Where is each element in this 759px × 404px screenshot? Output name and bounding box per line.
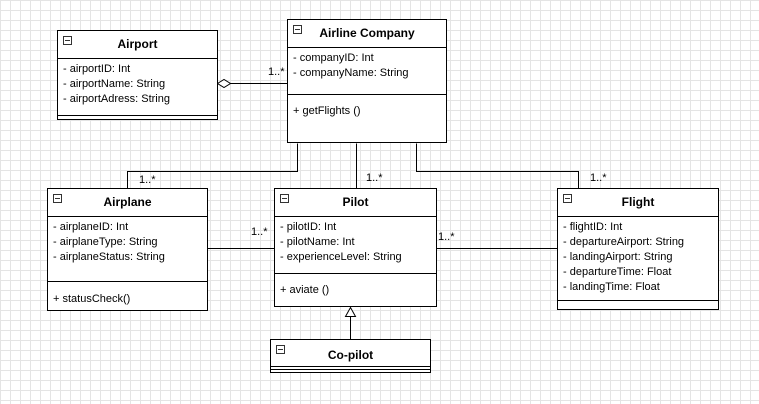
class-header: Airline Company <box>288 20 446 48</box>
class-airline-company[interactable]: Airline Company - companyID: Int - compa… <box>287 19 447 143</box>
class-pilot[interactable]: Pilot - pilotID: Int - pilotName: Int - … <box>274 188 437 307</box>
collapse-icon[interactable] <box>563 194 572 203</box>
association-company-airplane <box>127 143 298 189</box>
collapse-icon[interactable] <box>53 194 62 203</box>
class-copilot[interactable]: Co-pilot <box>270 339 431 373</box>
class-header: Flight <box>558 189 718 217</box>
multiplicity-company-airplane: 1..* <box>139 174 156 186</box>
attribute: - companyName: String <box>293 67 409 79</box>
multiplicity-company-flight: 1..* <box>590 172 607 184</box>
operation-list: + aviate () <box>275 283 436 298</box>
attribute: - airplaneType: String <box>53 236 158 248</box>
attribute: - experienceLevel: String <box>280 251 402 263</box>
class-name: Pilot <box>342 195 369 209</box>
attribute-list: - airportID: Int - airportName: String -… <box>58 59 217 107</box>
class-name: Airline Company <box>319 26 415 40</box>
class-header: Pilot <box>275 189 436 217</box>
attribute: - airportAdress: String <box>63 93 170 105</box>
attribute: - landingTime: Float <box>563 281 660 293</box>
collapse-icon[interactable] <box>293 25 302 34</box>
compartment-divider <box>288 94 446 95</box>
compartment-divider <box>58 115 217 116</box>
attribute: - flightID: Int <box>563 221 623 233</box>
operation-list: + statusCheck() <box>48 292 207 307</box>
class-header: Airplane <box>48 189 207 217</box>
attribute-list: - flightID: Int - departureAirport: Stri… <box>558 217 718 295</box>
attribute-list: - pilotID: Int - pilotName: Int - experi… <box>275 217 436 265</box>
operation: + aviate () <box>280 284 330 296</box>
class-airport[interactable]: Airport - airportID: Int - airportName: … <box>57 30 218 120</box>
class-name: Airport <box>117 37 158 51</box>
attribute: - airplaneStatus: String <box>53 251 165 263</box>
collapse-icon[interactable] <box>276 345 285 354</box>
attribute-list: - companyID: Int - companyName: String <box>288 48 446 81</box>
multiplicity-airplane-pilot: 1..* <box>251 226 268 238</box>
attribute: - airportID: Int <box>63 63 131 75</box>
operation-list: + getFlights () <box>288 104 446 119</box>
multiplicity-airport-company: 1..* <box>268 66 285 78</box>
compartment-divider <box>48 281 207 282</box>
attribute: - pilotName: Int <box>280 236 355 248</box>
class-name: Co-pilot <box>327 348 374 362</box>
attribute: - departureAirport: String <box>563 236 685 248</box>
aggregation-diamond <box>216 78 232 89</box>
multiplicity-company-pilot: 1..* <box>366 172 383 184</box>
compartment-divider <box>275 273 436 274</box>
attribute: - pilotID: Int <box>280 221 337 233</box>
collapse-icon[interactable] <box>63 36 72 45</box>
operation: + statusCheck() <box>53 293 131 305</box>
class-name: Airplane <box>103 195 152 209</box>
attribute-list: - airplaneID: Int - airplaneType: String… <box>48 217 207 265</box>
attribute: - departureTime: Float <box>563 266 672 278</box>
compartment-divider <box>271 369 430 370</box>
compartment-divider <box>558 300 718 301</box>
class-name: Flight <box>621 195 655 209</box>
attribute: - airplaneID: Int <box>53 221 129 233</box>
attribute: - landingAirport: String <box>563 251 673 263</box>
class-airplane[interactable]: Airplane - airplaneID: Int - airplaneTyp… <box>47 188 208 311</box>
collapse-icon[interactable] <box>280 194 289 203</box>
compartment-divider <box>271 366 430 367</box>
generalization-triangle <box>344 306 357 317</box>
attribute: - airportName: String <box>63 78 166 90</box>
multiplicity-pilot-flight: 1..* <box>438 231 455 243</box>
attribute: - companyID: Int <box>293 52 374 64</box>
operation: + getFlights () <box>293 105 361 117</box>
class-header: Airport <box>58 31 217 59</box>
class-header: Co-pilot <box>271 340 430 368</box>
class-flight[interactable]: Flight - flightID: Int - departureAirpor… <box>557 188 719 310</box>
association-company-flight <box>416 143 579 189</box>
